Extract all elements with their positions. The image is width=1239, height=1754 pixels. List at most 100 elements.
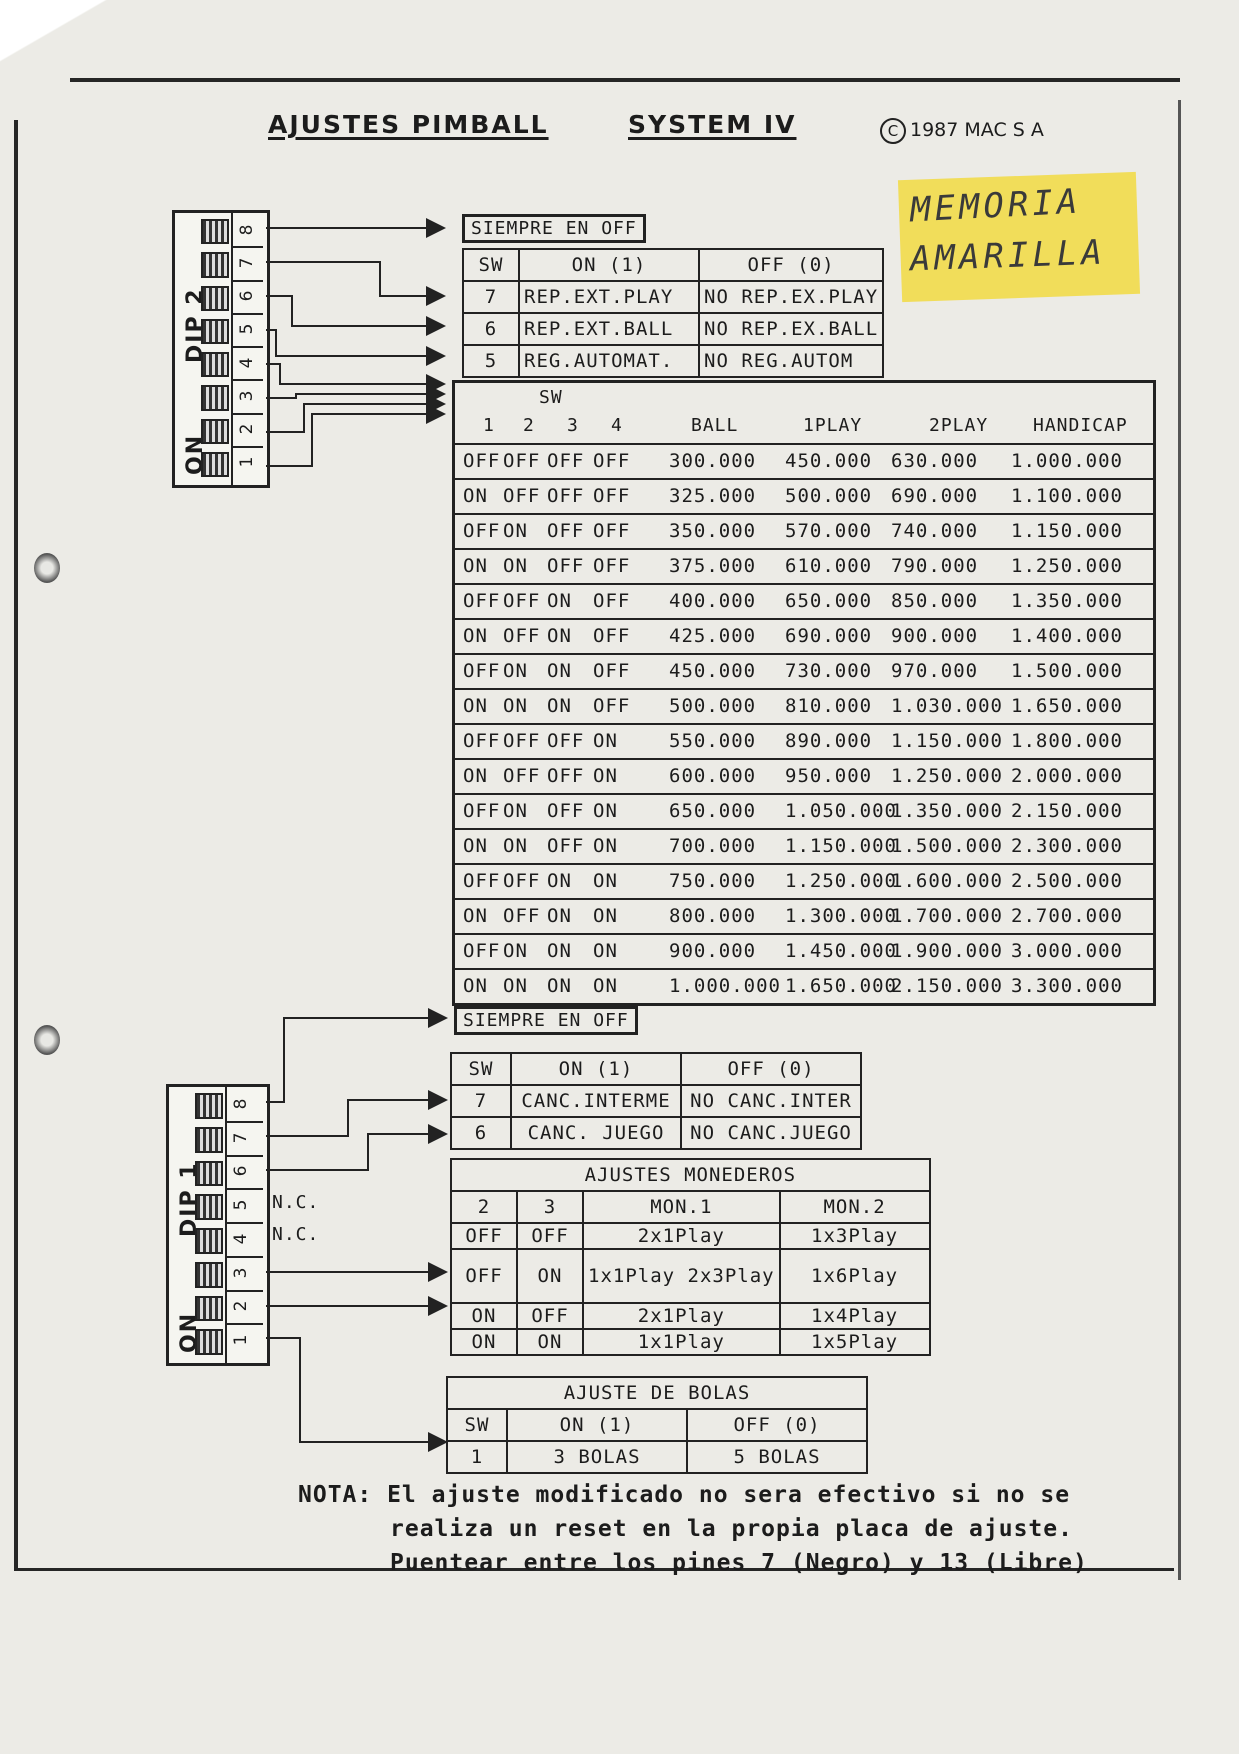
note-line-3: Puentear entre los pines 7 (Negro) y 13 … bbox=[390, 1550, 1088, 1576]
score-cell: ON bbox=[593, 870, 618, 892]
dip1-options-cell: CANC. JUEGO bbox=[510, 1116, 682, 1150]
score-cell: OFF bbox=[547, 520, 585, 542]
dip2-options-cell: REP.EXT.PLAY bbox=[518, 280, 700, 314]
score-cell: ON bbox=[593, 940, 618, 962]
score-cell: 300.000 bbox=[669, 450, 757, 472]
coins-cell: ON bbox=[516, 1328, 584, 1356]
dip1-switch-6 bbox=[195, 1160, 223, 1187]
dip2-switch-2 bbox=[201, 418, 229, 444]
dip1-switch-divider bbox=[225, 1255, 263, 1258]
score-cell: 700.000 bbox=[669, 835, 757, 857]
score-cell: ON bbox=[463, 555, 488, 577]
dip1-divider bbox=[225, 1087, 227, 1363]
dip2-options-cell: 7 bbox=[462, 280, 520, 314]
balls-header-cell: ON (1) bbox=[506, 1408, 688, 1442]
balls-cell: 1 bbox=[446, 1440, 508, 1474]
coins-cell: ON bbox=[516, 1248, 584, 1304]
score-cell: OFF bbox=[503, 765, 541, 787]
score-cell: 2.300.000 bbox=[1011, 835, 1123, 857]
dip1-options-header-cell: SW bbox=[450, 1052, 512, 1086]
score-cell: 630.000 bbox=[891, 450, 979, 472]
score-cell: 1.000.000 bbox=[669, 975, 781, 997]
score-cell: ON bbox=[503, 555, 528, 577]
score-cell: ON bbox=[503, 975, 528, 997]
coins-header-cell: MON.2 bbox=[778, 1190, 931, 1224]
balls-cell: 3 BOLAS bbox=[506, 1440, 688, 1474]
coins-cell: ON bbox=[450, 1302, 518, 1330]
score-cell: OFF bbox=[593, 625, 631, 647]
dip2-options-cell: 5 bbox=[462, 344, 520, 378]
coins-cell: 1x3Play bbox=[778, 1222, 931, 1250]
score-cell: ON bbox=[547, 695, 572, 717]
score-cell: 1.450.000 bbox=[785, 940, 897, 962]
score-cell: ON bbox=[547, 905, 572, 927]
score-cell: ON bbox=[593, 835, 618, 857]
dip1-switch-divider bbox=[225, 1120, 263, 1123]
score-cell: 1.650.000 bbox=[785, 975, 897, 997]
dip1-options-header-cell: ON (1) bbox=[510, 1052, 682, 1086]
score-cell: 810.000 bbox=[785, 695, 873, 717]
dip1-switch-divider bbox=[225, 1188, 263, 1191]
score-cell: OFF bbox=[463, 940, 501, 962]
dip1-switch-4 bbox=[195, 1228, 223, 1254]
dip1-switch-1 bbox=[195, 1329, 223, 1355]
coins-cell: 1x6Play bbox=[778, 1248, 931, 1304]
coins-cell: OFF bbox=[516, 1302, 584, 1330]
dip1-switch-2 bbox=[195, 1295, 223, 1322]
score-col-handicap: HANDICAP bbox=[1033, 415, 1128, 436]
score-cell: 2.150.000 bbox=[891, 975, 1003, 997]
score-cell: OFF bbox=[503, 625, 541, 647]
score-cell: ON bbox=[463, 975, 488, 997]
score-cell: OFF bbox=[593, 660, 631, 682]
score-cell: OFF bbox=[463, 450, 501, 472]
score-cell: OFF bbox=[547, 835, 585, 857]
score-col-1: 1 bbox=[483, 415, 495, 436]
dip2-switch-divider bbox=[231, 379, 263, 382]
note-line-2: realiza un reset en la propia placa de a… bbox=[390, 1516, 1073, 1542]
score-cell: OFF bbox=[463, 800, 501, 822]
balls-title: AJUSTE DE BOLAS bbox=[446, 1376, 868, 1410]
score-cell: 690.000 bbox=[785, 625, 873, 647]
score-cell: 890.000 bbox=[785, 730, 873, 752]
score-cell: 1.150.000 bbox=[891, 730, 1003, 752]
copyright-icon: C bbox=[880, 118, 906, 144]
score-cell: ON bbox=[547, 590, 572, 612]
score-sw-label: SW bbox=[539, 387, 563, 408]
score-col-3: 3 bbox=[567, 415, 579, 436]
coins-cell: OFF bbox=[516, 1222, 584, 1250]
score-cell: 650.000 bbox=[669, 800, 757, 822]
dip2-options-cell: NO REP.EX.BALL bbox=[697, 312, 885, 346]
score-cell: ON bbox=[547, 660, 572, 682]
dip2-switch-8 bbox=[201, 219, 229, 245]
dip2-options-cell: NO REP.EX.PLAY bbox=[697, 280, 885, 314]
score-cell: 2.700.000 bbox=[1011, 905, 1123, 927]
score-cell: 3.000.000 bbox=[1011, 940, 1123, 962]
score-col-1play: 1PLAY bbox=[803, 415, 863, 436]
punch-hole-top bbox=[34, 553, 60, 583]
score-cell: ON bbox=[503, 520, 528, 542]
dip1-options-cell: 7 bbox=[450, 1084, 512, 1118]
title-ajustes: AJUSTES PIMBALL bbox=[268, 110, 549, 139]
score-cell: 690.000 bbox=[891, 485, 979, 507]
score-cell: 740.000 bbox=[891, 520, 979, 542]
dip2-switch-6 bbox=[201, 285, 229, 311]
score-cell: 400.000 bbox=[669, 590, 757, 612]
score-cell: OFF bbox=[547, 800, 585, 822]
dip1-switch-7 bbox=[195, 1126, 223, 1153]
score-cell: 350.000 bbox=[669, 520, 757, 542]
score-cell: OFF bbox=[547, 485, 585, 507]
score-cell: OFF bbox=[463, 870, 501, 892]
score-cell: 1.300.000 bbox=[785, 905, 897, 927]
dip1-nc-label-5: N.C. bbox=[272, 1192, 320, 1213]
score-cell: OFF bbox=[547, 765, 585, 787]
